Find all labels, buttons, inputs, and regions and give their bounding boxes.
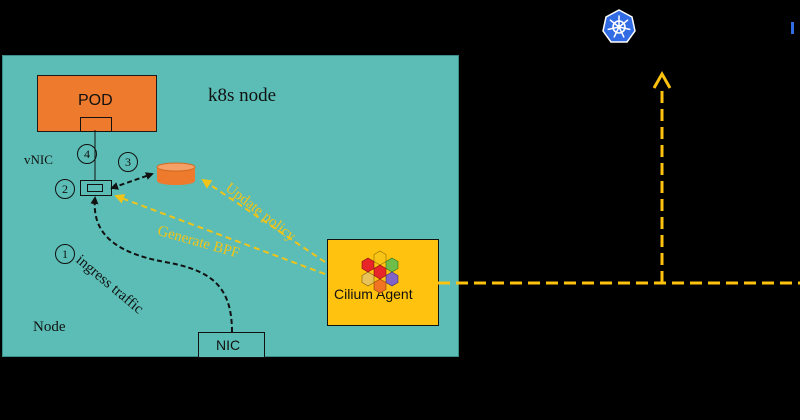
generate-bpf-arrow	[114, 194, 326, 275]
ingress-traffic-arrow	[90, 196, 233, 333]
kubernetes-logo-icon	[602, 9, 636, 43]
step-3-badge: 3	[118, 152, 138, 172]
node-label: Node	[33, 319, 66, 335]
k8s-node-label: k8s node	[208, 85, 277, 106]
cropped-edge-mark	[791, 22, 794, 34]
vnic-map-arrow	[110, 172, 154, 190]
step-1-badge: 1	[55, 244, 75, 264]
pod-label: POD	[78, 92, 113, 109]
vnic-bpf-hook	[87, 184, 103, 192]
cilium-agent-label: Cilium Agent	[334, 286, 413, 302]
step-4-badge: 4	[77, 144, 97, 164]
nic-box	[198, 332, 265, 358]
pod-interface	[80, 117, 112, 132]
api-server-arrowhead	[652, 70, 672, 89]
bpf-map-cylinder-icon	[156, 162, 196, 185]
nic-label: NIC	[216, 337, 241, 353]
update-policy-arrow	[201, 178, 326, 263]
vnic-label: vNIC	[24, 152, 53, 167]
cilium-logo-icon	[361, 250, 399, 294]
step-2-badge: 2	[55, 179, 75, 199]
